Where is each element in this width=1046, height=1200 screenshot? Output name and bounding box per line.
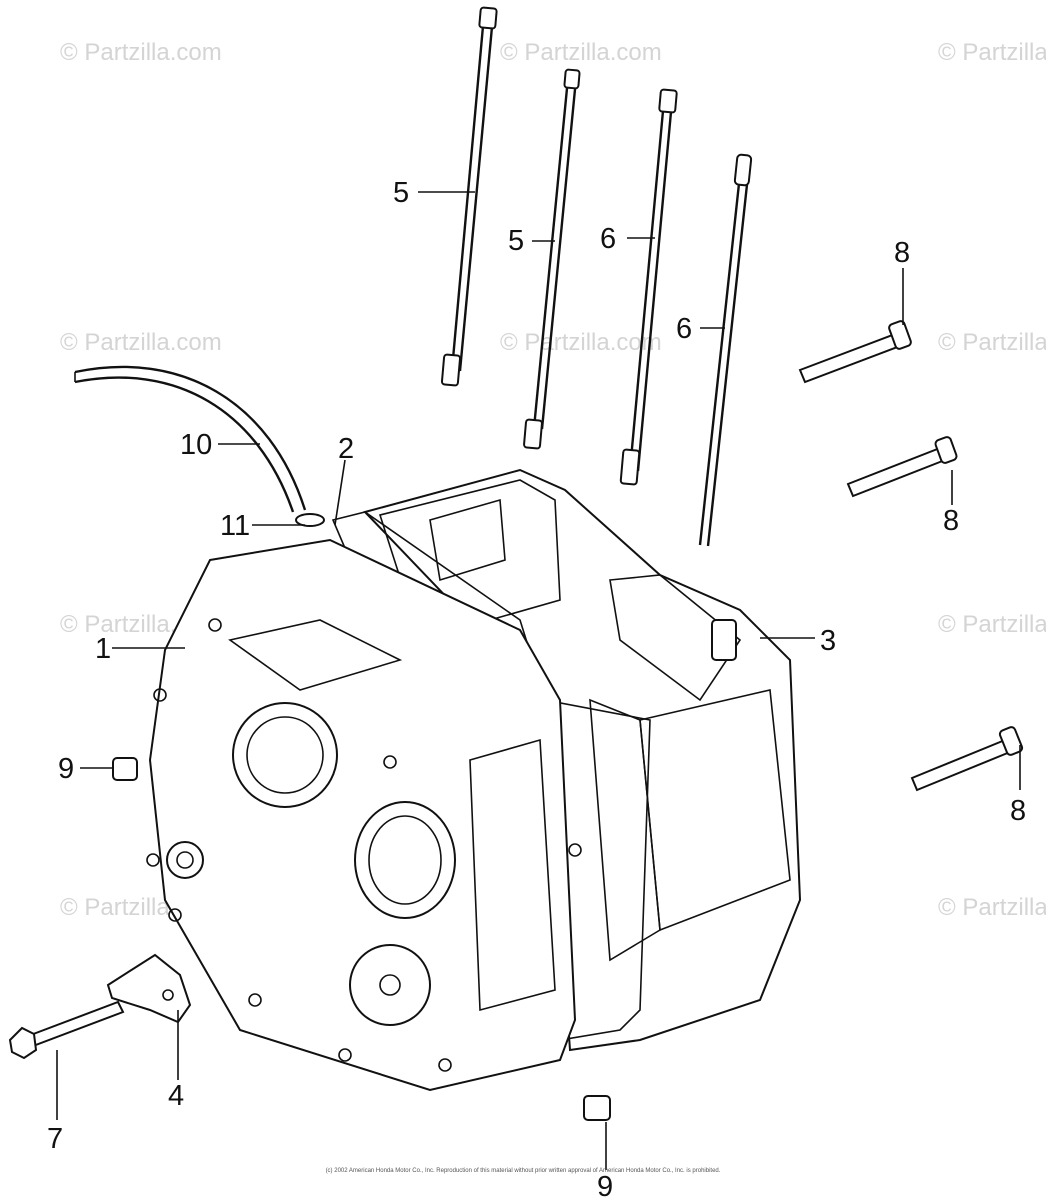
watermark-text: © Partzilla.com: [60, 329, 222, 356]
watermark-text: © Partzilla.com: [60, 39, 222, 66]
callout-4: 4: [168, 1080, 184, 1112]
watermark-text: © Partzilla.com: [500, 329, 662, 356]
callout-5b: 5: [508, 225, 524, 257]
callout-8c: 8: [1010, 795, 1026, 827]
callout-7: 7: [47, 1123, 63, 1155]
callout-9b: 9: [597, 1171, 613, 1200]
stud-bolt-6-right[interactable]: [698, 153, 753, 547]
breather-tube[interactable]: [74, 365, 307, 513]
crankcase-left-half[interactable]: [146, 538, 582, 1092]
watermark-text: © Partzilla.com: [938, 894, 1046, 921]
stud-bolt-6-mid[interactable]: [619, 88, 678, 486]
stud-bolt-5-mid[interactable]: [523, 68, 581, 450]
callout-6b: 6: [676, 313, 692, 345]
callout-8a: 8: [894, 237, 910, 269]
flange-bolt-8-middle[interactable]: [846, 436, 958, 498]
callout-labels: 1 2 3 4 5 5 6 6 7 8 8 8 9 9 10 11: [47, 177, 1026, 1200]
cable-clamp[interactable]: [106, 953, 192, 1024]
footer-copyright: (c) 2002 American Honda Motor Co., Inc. …: [326, 1168, 721, 1174]
callout-2: 2: [338, 433, 354, 465]
callout-1: 1: [95, 633, 111, 665]
watermark-text: © Partzilla.com: [938, 611, 1046, 638]
bolt-7[interactable]: [8, 1000, 125, 1060]
tube-clip[interactable]: [295, 513, 325, 527]
dowel-pin-left[interactable]: [112, 757, 138, 781]
callout-9a: 9: [58, 753, 74, 785]
watermark-text: © Partzilla.com: [938, 39, 1046, 66]
callout-11: 11: [220, 510, 250, 542]
callout-6a: 6: [600, 223, 616, 255]
leader-lines: [56, 191, 1021, 1170]
dowel-pin-bottom[interactable]: [583, 1095, 611, 1121]
callout-3: 3: [820, 625, 836, 657]
stud-bolt-5-left[interactable]: [440, 6, 498, 387]
watermark-text: © Partzilla.com: [500, 39, 662, 66]
callout-8b: 8: [943, 505, 959, 537]
callout-10: 10: [180, 429, 212, 461]
flange-bolt-8-bottom[interactable]: [910, 726, 1024, 792]
callout-5a: 5: [393, 177, 409, 209]
watermark-text: © Partzilla.com: [938, 329, 1046, 356]
flange-bolt-8-top[interactable]: [798, 320, 912, 384]
